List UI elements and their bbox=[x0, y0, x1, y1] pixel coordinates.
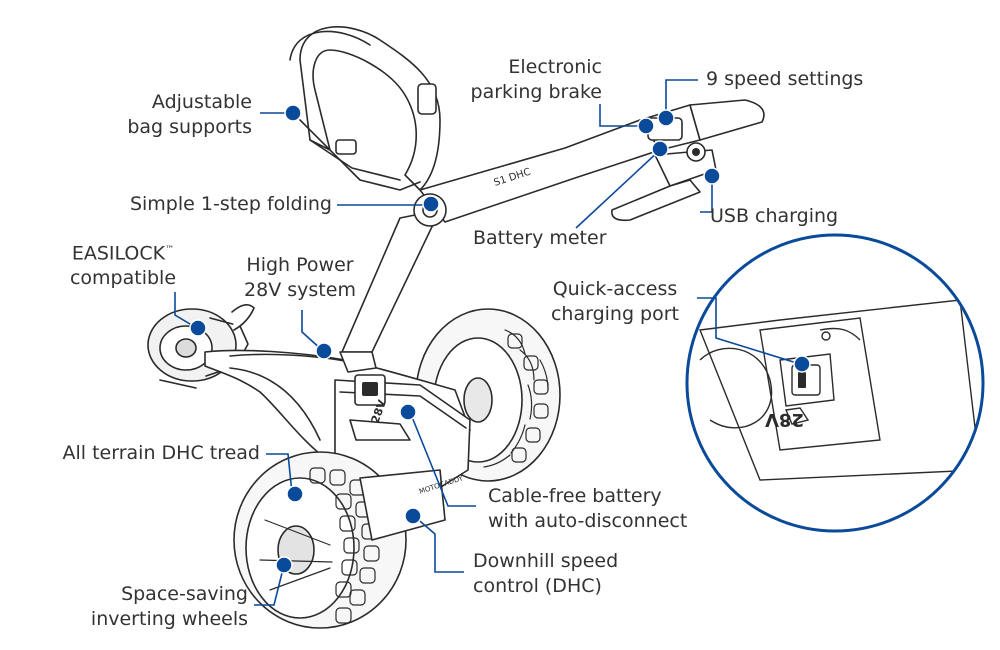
leader-battery bbox=[409, 411, 476, 507]
label-parking-brake: Electronic parking brake bbox=[470, 56, 602, 103]
bag-support-frame bbox=[290, 27, 440, 190]
leader-speed-settings bbox=[665, 79, 698, 116]
dot-bag-supports bbox=[284, 104, 302, 122]
label-inverting-wheels: Space-saving inverting wheels bbox=[90, 583, 248, 630]
handle-bar bbox=[414, 100, 764, 226]
dot-folding bbox=[422, 195, 440, 213]
leader-usb-charging bbox=[700, 176, 713, 213]
dot-power-system bbox=[315, 342, 333, 360]
leader-charging-port bbox=[697, 297, 801, 365]
label-bag-supports: Adjustable bag supports bbox=[127, 91, 252, 138]
leader-parking-brake bbox=[599, 104, 644, 127]
label-folding: Simple 1-step folding bbox=[129, 193, 332, 215]
label-charging-port: Quick-access charging port bbox=[550, 278, 680, 325]
dot-speed-settings bbox=[657, 109, 675, 127]
front-left-wheel bbox=[234, 452, 445, 628]
dot-inverting-wheels bbox=[275, 556, 293, 574]
dot-easilock bbox=[189, 319, 207, 337]
dot-battery-meter bbox=[651, 140, 669, 158]
leader-dhc bbox=[413, 515, 464, 573]
label-dhc: Downhill speed control (DHC) bbox=[473, 550, 619, 597]
dot-parking-brake bbox=[637, 117, 655, 135]
label-usb-charging: USB charging bbox=[710, 205, 839, 227]
charging-port-zoom-inset: 28V bbox=[685, 233, 985, 533]
leader-inverting-wheels bbox=[254, 564, 285, 606]
label-power-system: High Power 28V system bbox=[244, 254, 356, 301]
dot-usb-charging bbox=[703, 167, 721, 185]
leader-easilock bbox=[174, 292, 196, 328]
main-shaft bbox=[340, 210, 440, 372]
leader-battery-meter bbox=[575, 149, 661, 229]
dot-charging-port bbox=[793, 355, 811, 373]
leader-tread bbox=[266, 453, 293, 494]
dot-dhc bbox=[404, 507, 422, 525]
dot-tread bbox=[286, 485, 304, 503]
label-easilock: EASILOCK™ compatible bbox=[69, 242, 177, 290]
label-battery-meter: Battery meter bbox=[473, 227, 607, 249]
label-battery: Cable-free battery with auto-disconnect bbox=[488, 485, 688, 532]
leader-power-system bbox=[301, 310, 323, 351]
inset-voltage-badge: 28V bbox=[765, 409, 804, 430]
label-speed-settings: 9 speed settings bbox=[706, 68, 864, 90]
label-tread: All terrain DHC tread bbox=[62, 442, 261, 464]
dot-battery bbox=[399, 403, 417, 421]
